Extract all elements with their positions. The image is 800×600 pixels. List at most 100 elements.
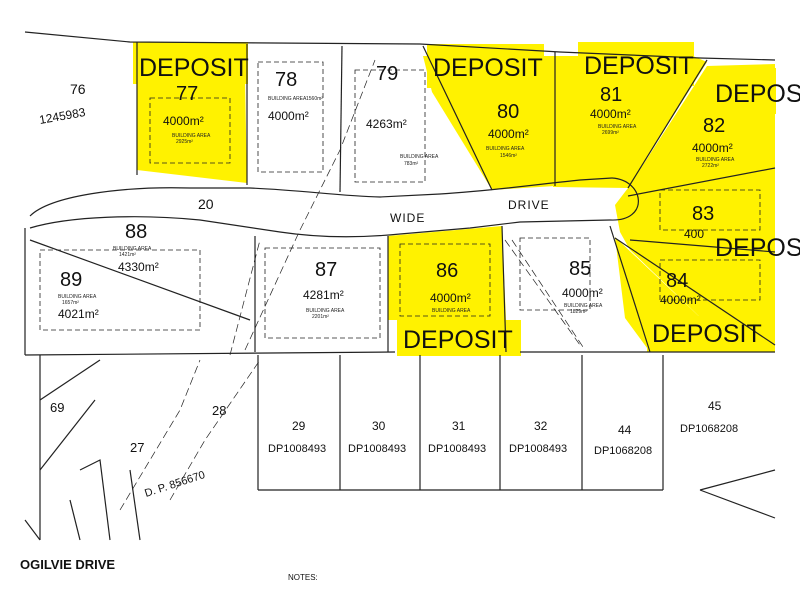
- lot-80-building-value: 1546m²: [500, 153, 517, 159]
- lot-85: 85 4000m² BUILDING AREA 1829m²: [562, 258, 603, 315]
- lot-78-building-area: BUILDING AREA: [268, 96, 307, 102]
- lot-89-area: 4021m²: [58, 307, 99, 321]
- lot-88-area: 4330m²: [118, 260, 159, 274]
- lot-77-building-value: 2925m²: [176, 139, 193, 145]
- neighbour-lot-29-dp: DP1008493: [268, 443, 326, 455]
- neighbour-lot-29: 29: [292, 419, 306, 433]
- lot-80-area: 4000m²: [488, 127, 529, 141]
- lot-86-number: 86: [436, 260, 458, 282]
- deposit-label-84: DEPOSIT: [652, 320, 762, 348]
- lot-81: 81 4000m² BUILDING AREA 2699m²: [590, 84, 637, 136]
- deposit-banner-84: [647, 316, 775, 352]
- lot-82-building-area: BUILDING AREA: [696, 157, 735, 163]
- lot-88-building-value: 1421m²: [119, 252, 136, 258]
- road-label-wide: WIDE: [390, 211, 425, 225]
- neighbour-lot-28: 28: [212, 403, 226, 418]
- deposit-label-82: DEPOSIT: [715, 80, 800, 108]
- lot-81-highlight: [553, 56, 707, 188]
- lot-89-number: 89: [60, 269, 82, 291]
- lot-86-area: 4000m²: [430, 291, 471, 305]
- lot-87-number: 87: [315, 259, 337, 281]
- lot-79-building-area: BUILDING AREA: [400, 154, 439, 160]
- lot-86: 86 4000m² BUILDING AREA: [430, 260, 471, 314]
- lot-76: 76 1245983: [38, 81, 87, 127]
- lot-82-building-value: 2722m²: [702, 163, 719, 169]
- neighbour-lot-27: 27: [130, 440, 144, 455]
- lot-89-building-value: 1657m²: [62, 300, 79, 306]
- lot-81-building-value: 2699m²: [602, 130, 619, 136]
- lot-78: 78 BUILDING AREA 1560m² 4000m²: [268, 69, 323, 123]
- lot-77-number: 77: [176, 83, 198, 105]
- lot-86-building-area: BUILDING AREA: [432, 308, 471, 314]
- lot-83-area: 400: [684, 227, 704, 241]
- neighbour-lot-32: 32: [534, 419, 548, 433]
- lot-76-ref: 1245983: [38, 105, 87, 127]
- lot-87-building-value: 2201m²: [312, 314, 329, 320]
- lot-84-area: 4000m²: [660, 293, 701, 307]
- lot-80-highlight: [423, 56, 555, 190]
- lot-77-building-area: BUILDING AREA: [172, 133, 211, 139]
- lot-76-number: 76: [70, 81, 86, 97]
- deposit-label-86: DEPOSIT: [403, 326, 513, 354]
- deposit-labels: DEPOSIT DEPOSIT DEPOSIT DEPOSIT DEPOSIT …: [139, 52, 800, 354]
- lot-78-area: 4000m²: [268, 109, 309, 123]
- lot-83: 83 400: [684, 203, 714, 241]
- notes-title: NOTES:: [288, 573, 318, 582]
- neighbour-lot-30-dp: DP1008493: [348, 443, 406, 455]
- lot-81-building-area: BUILDING AREA: [598, 124, 637, 130]
- lot-82-83-highlight: [615, 64, 775, 322]
- lot-87-building-area: BUILDING AREA: [306, 308, 345, 314]
- neighbour-lot-44-dp: DP1068208: [594, 445, 652, 457]
- road-lot-number: 20: [198, 196, 214, 212]
- neighbour-lots: 69 27 28 D. P. 856670 29 DP1008493 30 DP…: [50, 399, 738, 500]
- lot-84: 84 4000m²: [660, 270, 701, 307]
- lot-78-building-value: 1560m²: [306, 96, 323, 102]
- neighbour-lot-31-dp: DP1008493: [428, 443, 486, 455]
- lot-79-building-value: 783m²: [404, 161, 419, 167]
- neighbour-lot-44: 44: [618, 423, 632, 437]
- lot-88-number: 88: [125, 221, 147, 243]
- deposit-banner-82: [710, 68, 776, 114]
- lot-84-number: 84: [666, 270, 688, 292]
- boundary-lines: [24, 31, 776, 541]
- deposit-highlights: [133, 42, 776, 356]
- lot-81-area: 4000m²: [590, 107, 631, 121]
- deposit-label-77: DEPOSIT: [139, 54, 249, 82]
- lot-87-area: 4281m²: [303, 288, 344, 302]
- lot-85-building-area: BUILDING AREA: [564, 303, 603, 309]
- lot-77-area: 4000m²: [163, 114, 204, 128]
- lot-86-highlight: [388, 226, 506, 320]
- street-label-ogilvie-drive: OGILVIE DRIVE: [20, 557, 115, 572]
- lot-78-number: 78: [275, 69, 297, 91]
- deposit-label-80: DEPOSIT: [433, 54, 543, 82]
- lot-85-building-value: 1829m²: [570, 309, 587, 315]
- lot-88: 88 BUILDING AREA 1421m² 4330m²: [113, 221, 159, 274]
- lot-85-area: 4000m²: [562, 286, 603, 300]
- lot-87: 87 4281m² BUILDING AREA 2201m²: [303, 259, 345, 320]
- deposit-banner-80: [427, 44, 544, 88]
- lot-82: 82 4000m² BUILDING AREA 2722m²: [692, 115, 735, 169]
- lot-80-building-area: BUILDING AREA: [486, 146, 525, 152]
- deposit-label-83: DEPOSIT: [715, 234, 800, 262]
- lot-80-number: 80: [497, 101, 519, 123]
- lot-79-number: 79: [376, 63, 398, 85]
- lot-80: 80 4000m² BUILDING AREA 1546m²: [486, 101, 529, 159]
- lot-89: 89 BUILDING AREA 1657m² 4021m²: [58, 269, 99, 321]
- deposit-banner-81: [578, 42, 694, 86]
- deposit-banner-86: [397, 320, 521, 356]
- neighbour-lot-32-dp: DP1008493: [509, 443, 567, 455]
- neighbour-lot-45: 45: [708, 399, 722, 413]
- lot-85-number: 85: [569, 258, 591, 280]
- neighbour-lot-dp-856670: D. P. 856670: [143, 469, 206, 500]
- neighbour-lot-69: 69: [50, 400, 64, 415]
- deposit-banner-77: [133, 42, 248, 84]
- lot-79-area: 4263m²: [366, 117, 407, 131]
- neighbour-lot-31: 31: [452, 419, 466, 433]
- neighbour-lot-30: 30: [372, 419, 386, 433]
- lot-82-number: 82: [703, 115, 725, 137]
- lot-82-area: 4000m²: [692, 141, 733, 155]
- lot-89-building-area: BUILDING AREA: [58, 294, 97, 300]
- lot-81-number: 81: [600, 84, 622, 106]
- deposit-label-81: DEPOSIT: [584, 52, 694, 80]
